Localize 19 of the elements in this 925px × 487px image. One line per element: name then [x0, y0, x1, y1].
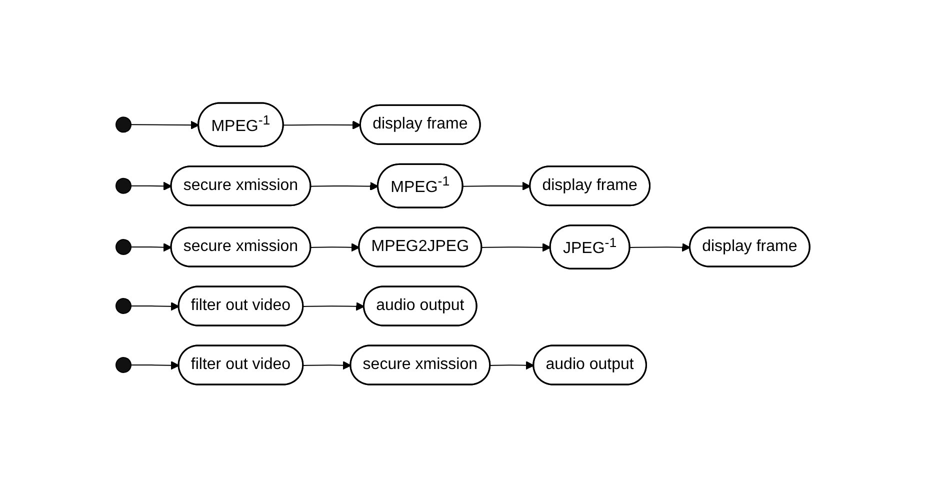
arrow	[282, 120, 361, 130]
node-circle	[115, 238, 132, 255]
arrow	[490, 360, 534, 370]
arrow	[130, 181, 172, 190]
arrow	[130, 120, 199, 130]
arrow	[462, 181, 530, 190]
arrow	[130, 360, 180, 370]
node-circle	[115, 116, 132, 132]
node-circle	[115, 178, 132, 194]
arrow	[310, 242, 360, 252]
arrow	[130, 242, 172, 252]
arrow	[310, 182, 378, 190]
arrow	[302, 360, 352, 370]
arrow	[130, 302, 180, 310]
arrow	[302, 302, 364, 311]
arrow	[481, 242, 551, 252]
node-circle	[115, 298, 132, 314]
arrow	[629, 242, 690, 252]
node-circle	[115, 356, 132, 373]
